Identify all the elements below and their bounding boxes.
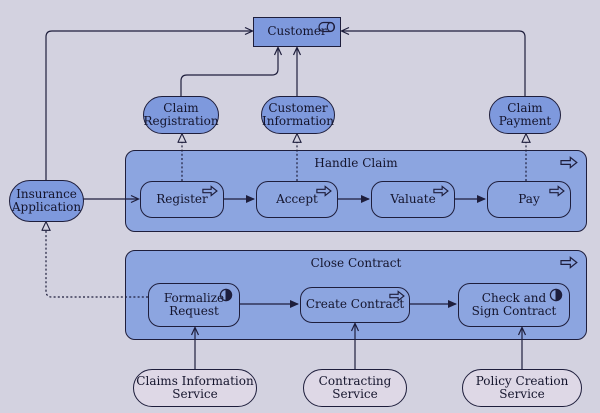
- check-and-sign-contract-node[interactable]: Check and Sign Contract: [458, 283, 570, 327]
- close-contract-title: Close Contract: [310, 256, 402, 270]
- business-interaction-icon: [219, 288, 233, 302]
- formalize-request-label: Formalize: [163, 290, 225, 305]
- contracting-service-label2: Service: [332, 387, 378, 401]
- pay-label: Pay: [518, 191, 540, 206]
- claim-payment-label2: Payment: [498, 114, 552, 128]
- register-node[interactable]: Register: [140, 181, 224, 218]
- claims-information-service-node[interactable]: Claims Information Service: [133, 369, 257, 407]
- formalize-request-label2: Request: [169, 304, 219, 318]
- claims-information-service-label: Claims Information: [136, 373, 254, 388]
- policy-creation-service-node[interactable]: Policy Creation Service: [462, 369, 582, 407]
- business-role-icon: [318, 21, 336, 33]
- pay-node[interactable]: Pay: [487, 181, 571, 218]
- claim-registration-node[interactable]: Claim Registration: [143, 96, 219, 134]
- claim-payment-label: Claim: [507, 100, 543, 115]
- business-process-icon: [560, 156, 578, 169]
- check-and-sign-label: Check and: [481, 290, 547, 305]
- customer-label: Customer: [267, 24, 327, 39]
- business-process-icon: [433, 185, 449, 197]
- policy-creation-service-label2: Service: [499, 387, 545, 401]
- valuate-node[interactable]: Valuate: [371, 181, 455, 218]
- create-contract-label: Create Contract: [305, 297, 405, 312]
- formalize-request-node[interactable]: Formalize Request: [148, 283, 240, 327]
- check-and-sign-label2: Sign Contract: [471, 304, 557, 318]
- business-process-icon: [202, 185, 218, 197]
- business-process-icon: [316, 185, 332, 197]
- customer-information-node[interactable]: Customer Information: [261, 96, 335, 134]
- accept-node[interactable]: Accept: [256, 181, 338, 218]
- claim-payment-node[interactable]: Claim Payment: [489, 96, 561, 134]
- contracting-service-label: Contracting: [318, 373, 392, 388]
- insurance-application-node[interactable]: Insurance Application: [9, 180, 84, 222]
- customer-information-label2: Information: [261, 114, 335, 128]
- valuate-label: Valuate: [390, 191, 436, 206]
- edge-claim-registration-to-customer: [180, 48, 278, 96]
- customer-node[interactable]: Customer: [253, 17, 341, 47]
- business-process-icon: [549, 185, 565, 197]
- insurance-application-label2: Application: [11, 200, 82, 214]
- business-process-icon: [389, 290, 405, 302]
- business-interaction-icon: [549, 288, 563, 302]
- contracting-service-node[interactable]: Contracting Service: [303, 369, 407, 407]
- handle-claim-title: Handle Claim: [314, 156, 398, 170]
- create-contract-node[interactable]: Create Contract: [300, 287, 410, 323]
- policy-creation-service-label: Policy Creation: [475, 373, 569, 388]
- accept-label: Accept: [276, 191, 318, 206]
- claim-registration-label2: Registration: [143, 114, 219, 128]
- claim-registration-label: Claim: [163, 100, 199, 115]
- register-label: Register: [156, 191, 208, 206]
- business-process-icon: [560, 256, 578, 269]
- insurance-application-label: Insurance: [16, 186, 77, 201]
- edge-claim-payment-to-customer: [342, 31, 526, 96]
- customer-information-label: Customer: [268, 100, 328, 115]
- claims-information-service-label2: Service: [172, 387, 218, 401]
